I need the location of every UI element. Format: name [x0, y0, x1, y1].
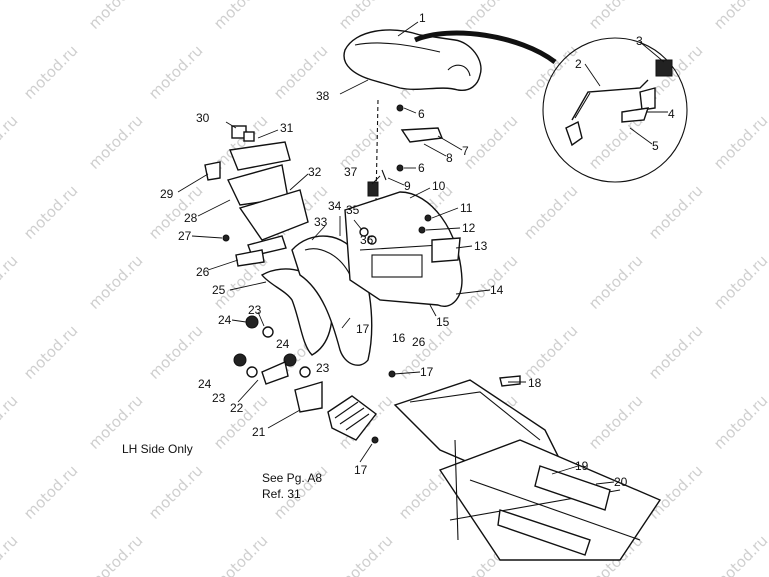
callout-14: 14	[490, 283, 504, 297]
callout-24b: 24	[276, 337, 290, 351]
watermark-text: motod.ru	[335, 111, 396, 172]
leader-lines	[177, 21, 668, 485]
callout-12: 12	[462, 221, 476, 235]
callout-24a: 24	[218, 313, 232, 327]
callout-35: 35	[346, 203, 360, 217]
callout-11: 11	[460, 201, 473, 215]
watermark-text: motod.ru	[20, 461, 81, 522]
watermark-text: motod.ru	[710, 531, 769, 577]
callout-labels: 1 2 3 4 5 6 6 7 8 9 10 11 12 13 14 15 16…	[160, 11, 675, 489]
watermark-text: motod.ru	[460, 0, 521, 33]
callout-26a: 26	[196, 265, 210, 279]
watermark-text: motod.ru	[85, 111, 146, 172]
footrest-assembly	[233, 315, 396, 444]
notes: LH Side Only See Pg. A8 Ref. 31	[122, 442, 322, 501]
callout-23c: 23	[212, 391, 226, 405]
callout-33: 33	[314, 215, 328, 229]
callout-34: 34	[328, 199, 342, 213]
watermark-text: motod.ru	[20, 181, 81, 242]
watermark-text: motod.ru	[710, 0, 769, 33]
watermark-text: motod.ru	[145, 321, 206, 382]
note-ref: Ref. 31	[262, 487, 301, 501]
watermark-text: motod.ru	[335, 531, 396, 577]
callout-25: 25	[212, 283, 226, 297]
callout-1: 1	[419, 11, 426, 25]
watermark-text: motod.ru	[85, 251, 146, 312]
callout-31: 31	[280, 121, 294, 135]
watermark-text: motod.ru	[20, 41, 81, 102]
callout-22: 22	[230, 401, 244, 415]
callout-29: 29	[160, 187, 174, 201]
watermark-text: motod.ru	[145, 461, 206, 522]
callout-17a: 17	[356, 322, 370, 336]
watermark-text: motod.ru	[335, 0, 396, 33]
watermark-text: motod.ru	[210, 531, 271, 577]
callout-36: 36	[360, 233, 374, 247]
watermark-text: motod.ru	[710, 111, 769, 172]
watermark-text: motod.ru	[645, 181, 706, 242]
callout-23a: 23	[248, 303, 262, 317]
callout-9: 9	[404, 179, 411, 193]
callout-37: 37	[344, 165, 358, 179]
watermark-text: motod.ru	[520, 181, 581, 242]
callout-6a: 6	[418, 107, 425, 121]
rear-fender-right	[344, 191, 463, 307]
callout-30: 30	[196, 111, 210, 125]
seat-part	[343, 29, 557, 92]
callout-7: 7	[462, 144, 469, 158]
callout-21: 21	[252, 425, 266, 439]
callout-16: 16	[392, 331, 406, 345]
watermark-text: motod.ru	[0, 391, 21, 452]
watermark-text: motod.ru	[0, 111, 21, 172]
watermark-text: motod.ru	[585, 0, 646, 33]
callout-8: 8	[446, 151, 453, 165]
callout-26b: 26	[412, 335, 426, 349]
watermark-text: motod.ru	[0, 0, 21, 33]
callout-4: 4	[668, 107, 675, 121]
callout-24c: 24	[198, 377, 212, 391]
callout-18: 18	[528, 376, 542, 390]
callout-3: 3	[636, 34, 643, 48]
callout-2: 2	[575, 57, 582, 71]
watermark-text: motod.ru	[20, 321, 81, 382]
watermark-text: motod.ru	[710, 391, 769, 452]
callout-32: 32	[308, 165, 322, 179]
callout-17b: 17	[420, 365, 434, 379]
watermark-text: motod.ru	[710, 251, 769, 312]
watermark-text: motod.ru	[0, 531, 21, 577]
watermark-text: motod.ru	[85, 531, 146, 577]
callout-19: 19	[575, 459, 589, 473]
callout-17c: 17	[354, 463, 368, 477]
callout-27: 27	[178, 229, 192, 243]
callout-10: 10	[432, 179, 446, 193]
watermark-text: motod.ru	[85, 0, 146, 33]
note-lh-side-only: LH Side Only	[122, 442, 193, 456]
watermark-text: motod.ru	[460, 111, 521, 172]
seat-bracket-parts	[375, 99, 443, 201]
callout-15: 15	[436, 315, 450, 329]
watermark-text: motod.ru	[145, 41, 206, 102]
watermark-text: motod.ru	[645, 321, 706, 382]
callout-6b: 6	[418, 161, 425, 175]
callout-13: 13	[474, 239, 488, 253]
note-see-page: See Pg. A8	[262, 471, 322, 485]
watermark-text: motod.ru	[645, 461, 706, 522]
watermark-text: motod.ru	[585, 251, 646, 312]
watermark-text: motod.ru	[210, 0, 271, 33]
callout-28: 28	[184, 211, 198, 225]
callout-38: 38	[316, 89, 330, 103]
callout-5: 5	[652, 139, 659, 153]
watermark-text: motod.ru	[585, 391, 646, 452]
watermark-text: motod.ru	[520, 41, 581, 102]
battery-box-parts	[204, 125, 309, 267]
callout-23b: 23	[316, 361, 330, 375]
watermark-text: motod.ru	[0, 251, 21, 312]
seat-latch-detail	[542, 37, 688, 183]
callout-20: 20	[614, 475, 628, 489]
frame-assembly	[393, 375, 662, 561]
watermark-text: motod.ru	[520, 321, 581, 382]
